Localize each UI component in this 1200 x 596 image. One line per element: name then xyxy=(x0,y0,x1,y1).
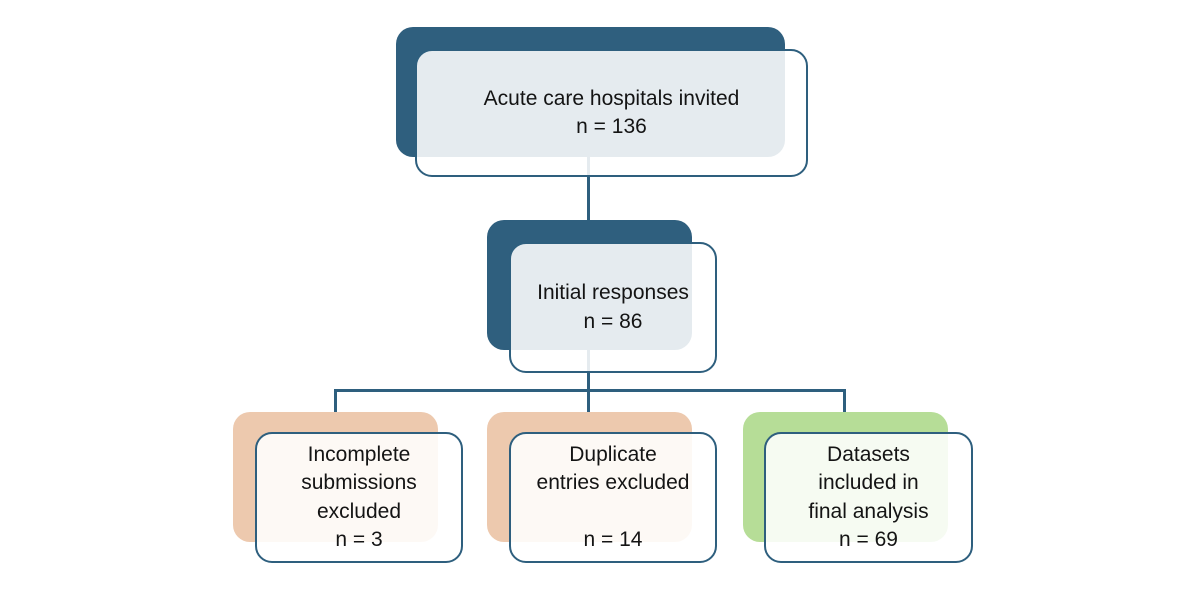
node-label-incomplete-excluded: Incomplete submissions excluded xyxy=(301,442,417,523)
connector-invited-to-responses xyxy=(587,140,590,250)
node-label-duplicate-excluded: Duplicate entries excluded xyxy=(536,442,690,495)
node-count-duplicate-excluded: n = 14 xyxy=(583,528,643,551)
node-box-initial-responses: Initial responses n = 86 xyxy=(509,242,717,373)
node-box-final-analysis: Datasets included in final analysis n = … xyxy=(764,432,973,563)
connector-branch-horizontal xyxy=(334,389,846,392)
node-count-initial-responses: n = 86 xyxy=(583,309,643,333)
node-count-incomplete-excluded: n = 3 xyxy=(335,528,383,551)
node-box-incomplete-excluded: Incomplete submissions excluded n = 3 xyxy=(255,432,463,563)
connector-branch-to-incomplete xyxy=(334,389,337,415)
node-label-final-analysis: Datasets included in final analysis xyxy=(808,442,929,523)
node-label-invited: Acute care hospitals invited xyxy=(483,86,740,110)
node-box-duplicate-excluded: Duplicate entries excluded n = 14 xyxy=(509,432,717,563)
node-count-final-analysis: n = 69 xyxy=(839,528,898,551)
node-count-invited: n = 136 xyxy=(576,115,647,138)
connector-branch-to-final xyxy=(843,389,846,415)
node-label-initial-responses: Initial responses xyxy=(537,281,689,304)
node-box-invited: Acute care hospitals invited n = 136 xyxy=(415,49,808,177)
